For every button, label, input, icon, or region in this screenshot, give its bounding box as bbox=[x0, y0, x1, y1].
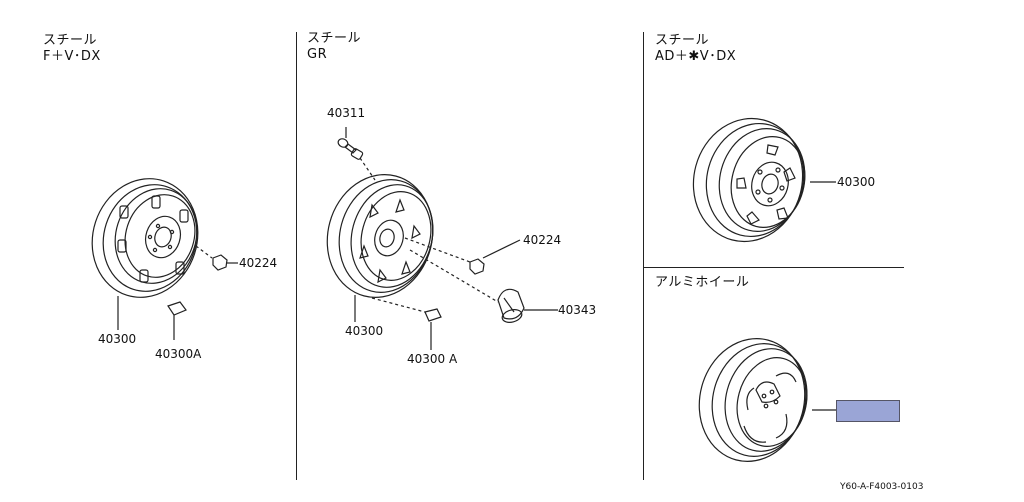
s2-label-cap: 40343 bbox=[558, 303, 597, 317]
s1-label-nut: 40224 bbox=[239, 256, 278, 270]
s2-weight-drawing bbox=[424, 308, 442, 322]
diagram-code: Y60-A-F4003-0103 bbox=[840, 482, 924, 492]
section3-title-line2: AD＋✱V･DX bbox=[655, 49, 737, 64]
s3-label-wheel: 40300 bbox=[837, 175, 876, 189]
section2-title-line2: GR bbox=[307, 47, 328, 62]
s1-label-weight: 40300A bbox=[155, 347, 202, 361]
s1-label-wheel: 40300 bbox=[98, 332, 137, 346]
s2-nut-drawing bbox=[469, 258, 485, 275]
s2-label-wheel: 40300 bbox=[345, 324, 384, 338]
section-divider-horizontal bbox=[644, 267, 904, 268]
s4-part-number-highlight[interactable] bbox=[836, 400, 900, 422]
section4-title: アルミホイール bbox=[655, 275, 750, 290]
s2-wheel-drawing bbox=[326, 174, 434, 298]
section-divider-2 bbox=[643, 32, 644, 480]
s2-valve-drawing bbox=[337, 138, 364, 160]
section-divider-1 bbox=[296, 32, 297, 480]
s1-weight-drawing bbox=[167, 301, 187, 316]
section2-title-line1: スチール bbox=[307, 31, 362, 46]
s1-wheel-drawing bbox=[91, 178, 199, 298]
section1-title-line1: スチール bbox=[43, 33, 98, 48]
s2-label-valve: 40311 bbox=[327, 106, 366, 120]
s2-label-weight: 40300 A bbox=[407, 352, 458, 366]
s3-wheel-drawing bbox=[692, 117, 806, 243]
section1-title-line2: F＋V･DX bbox=[43, 49, 101, 64]
s4-alloy-wheel-drawing bbox=[698, 338, 808, 462]
section3-title-line1: スチール bbox=[655, 33, 710, 48]
s1-nut-drawing bbox=[212, 254, 228, 271]
s2-cap-drawing bbox=[497, 288, 525, 323]
s2-label-nut: 40224 bbox=[523, 233, 562, 247]
